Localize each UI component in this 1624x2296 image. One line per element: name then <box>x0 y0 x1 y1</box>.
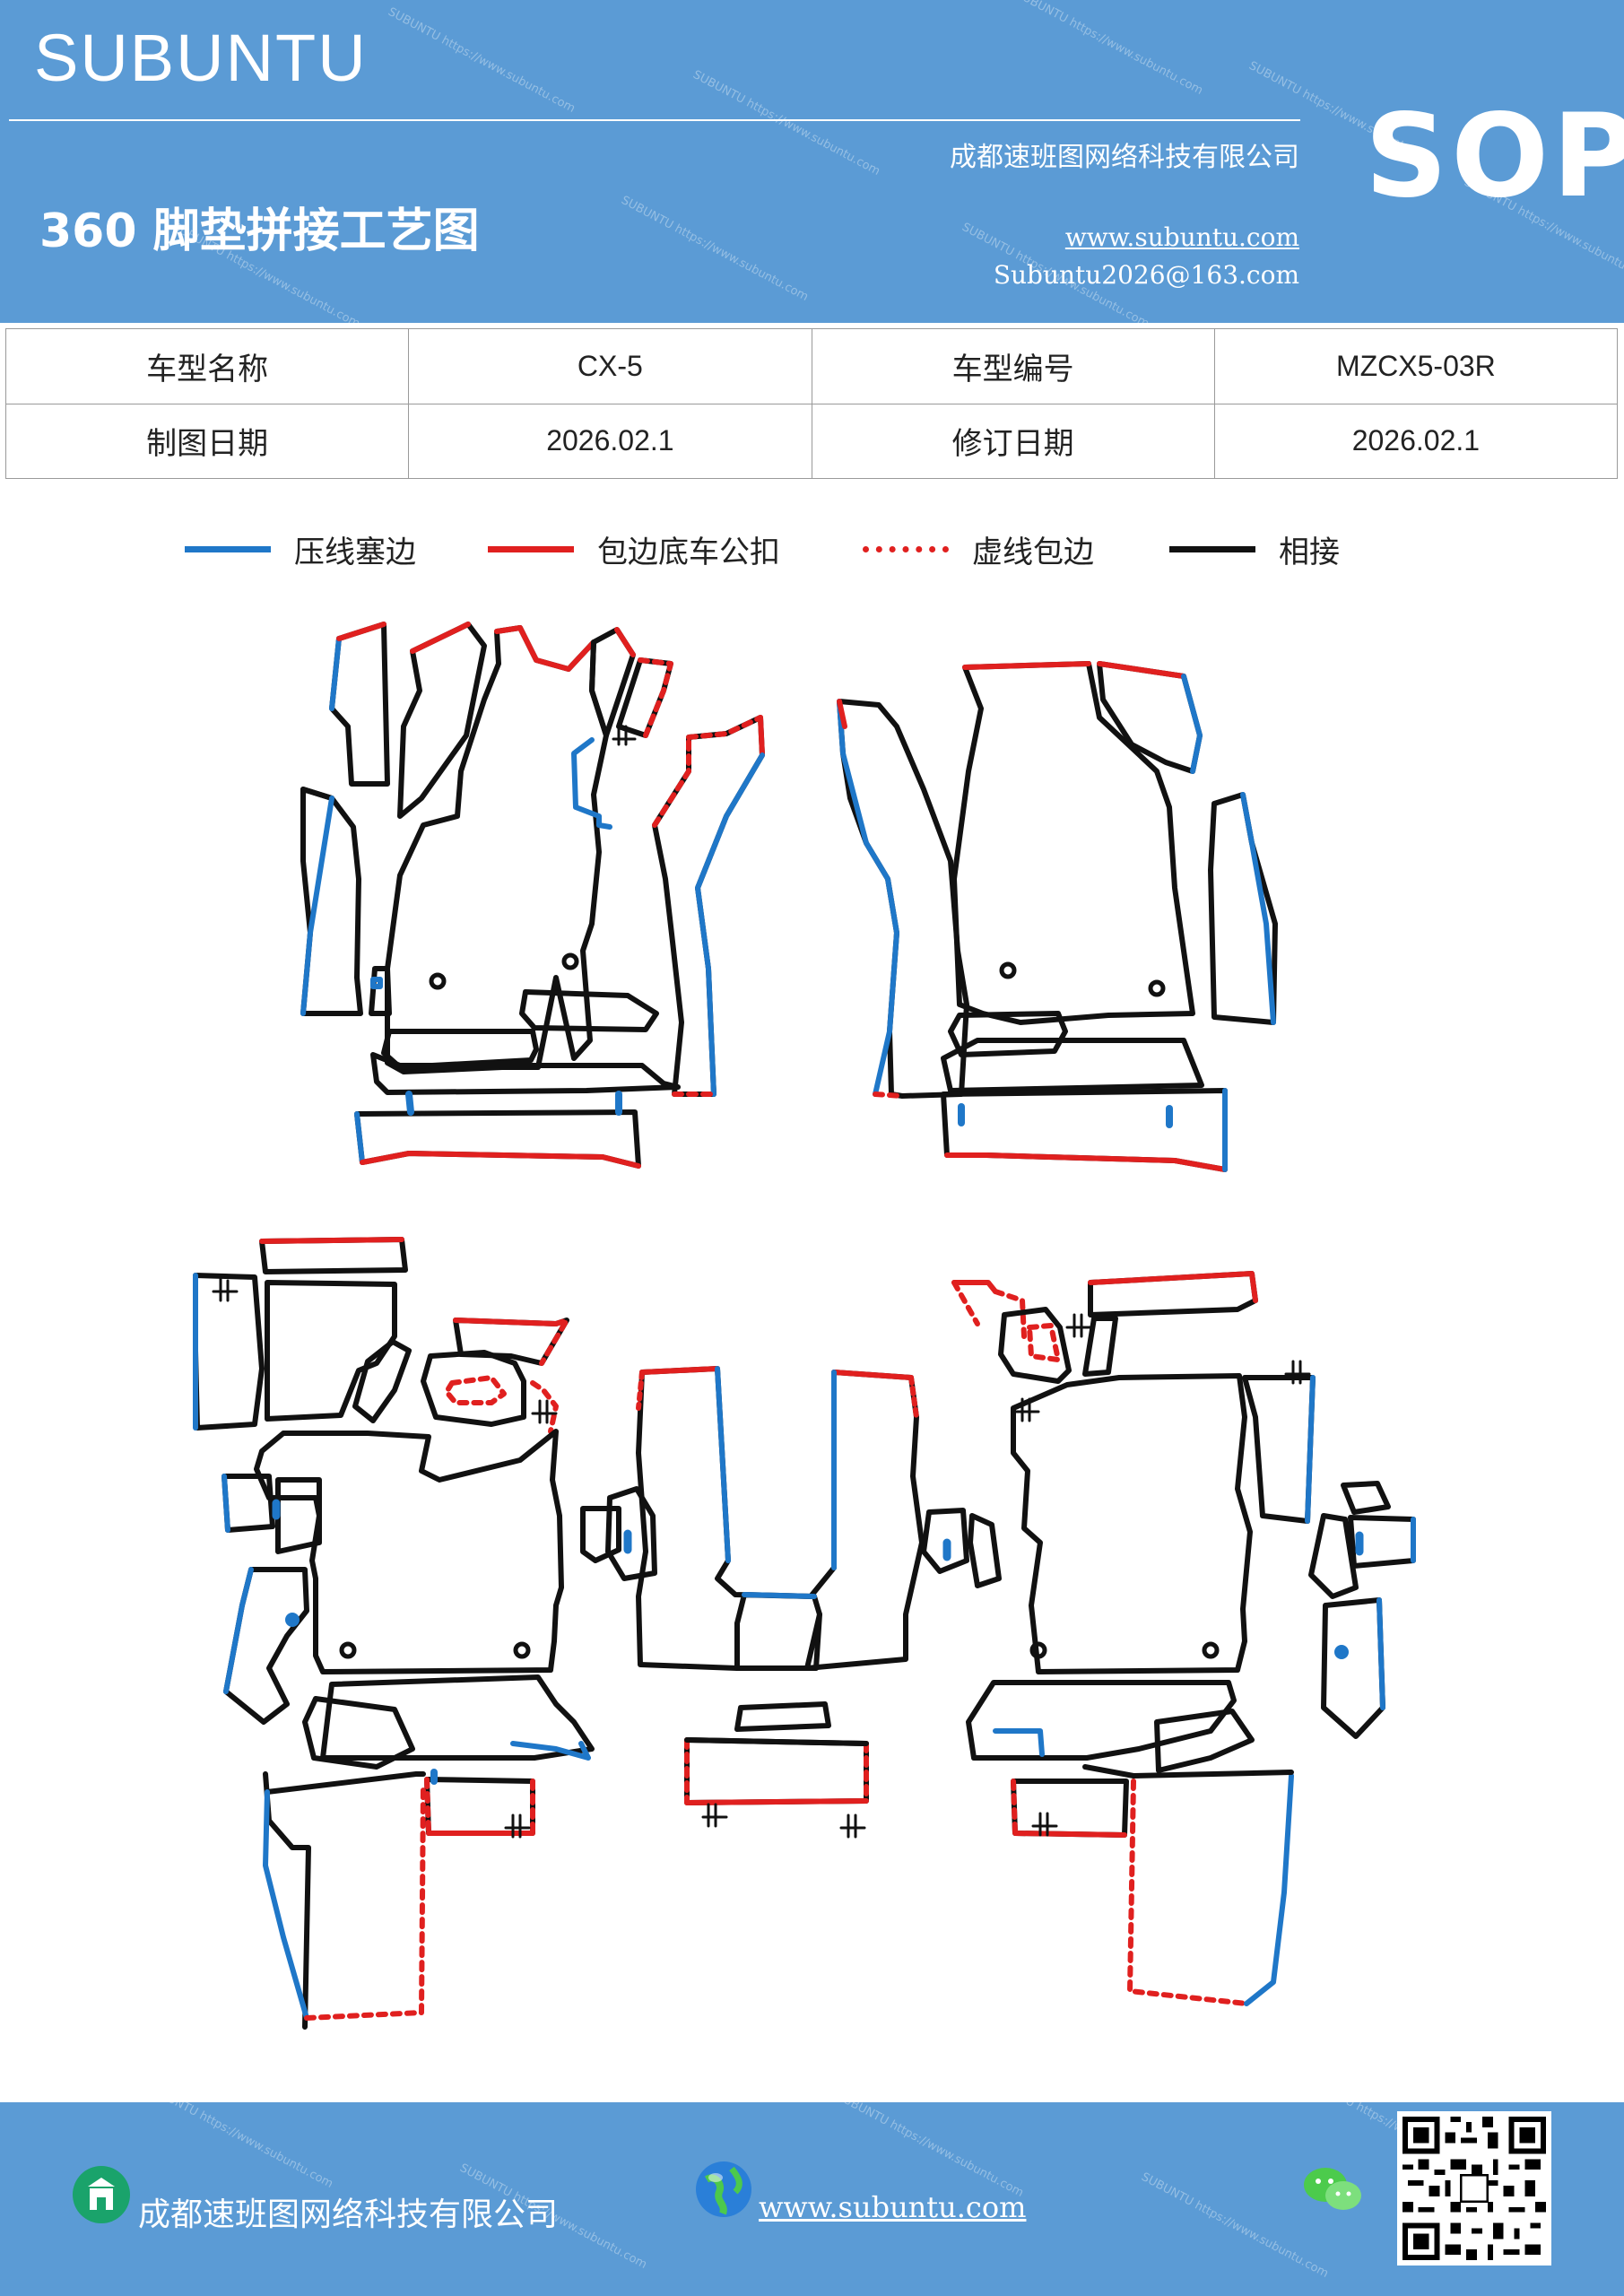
table-cell-value: MZCX5-03R <box>1213 328 1619 404</box>
footer-website-link[interactable]: www.subuntu.com <box>759 2190 1027 2224</box>
table-cell-label: 制图日期 <box>4 403 410 479</box>
legend-label: 压线塞边 <box>294 534 416 570</box>
rear-right-mat-group <box>921 1271 1416 2006</box>
watermark: SUBUNTU https://www.subuntu.com <box>690 67 882 179</box>
table-cell-label: 车型编号 <box>811 328 1215 404</box>
table-row: 车型名称 CX-5 车型编号 MZCX5-03R <box>4 328 1619 404</box>
watermark: SUBUNTU https://www.subuntu.com <box>386 4 578 117</box>
globe-icon <box>696 2161 751 2217</box>
legend-swatch <box>863 545 949 552</box>
header-divider <box>9 119 1300 121</box>
header-banner: SUBUNTU https://www.subuntu.com SUBUNTU … <box>0 0 1624 323</box>
legend-swatch <box>185 545 271 552</box>
footer-company-name: 成都速班图网络科技有限公司 <box>138 2196 559 2233</box>
company-name: 成都速班图网络科技有限公司 <box>950 142 1299 173</box>
table-cell-value: 2026.02.1 <box>408 403 812 479</box>
watermark: SUBUNTU https://www.subuntu.com <box>619 193 811 305</box>
brand-logo: SUBUNTU <box>34 21 368 95</box>
front-right-mat-group <box>837 661 1278 1172</box>
legend-item-red-dashed: 虚线包边 <box>863 522 1094 576</box>
table-cell-value: 2026.02.1 <box>1213 403 1619 479</box>
front-left-mat-group <box>300 622 765 1169</box>
vehicle-info-table: 车型名称 CX-5 车型编号 MZCX5-03R 制图日期 2026.02.1 … <box>4 328 1619 479</box>
floor-mat-diagram <box>193 622 1416 2030</box>
table-cell-value: CX-5 <box>408 328 812 404</box>
page-title: 360 脚垫拼接工艺图 <box>39 204 480 258</box>
legend-label: 相接 <box>1279 534 1340 570</box>
legend-swatch <box>1169 545 1255 552</box>
legend-swatch <box>488 545 574 552</box>
joint-marks <box>212 723 1311 1839</box>
sop-badge: SOP <box>1365 90 1624 223</box>
qr-code <box>1397 2111 1551 2266</box>
legend-item-blue: 压线塞边 <box>185 522 416 576</box>
watermark: SUBUNTU https://www.subuntu.com <box>1013 0 1205 99</box>
footer-banner: SUBUNTU https://www.subuntu.com SUBUNTU … <box>0 2102 1624 2296</box>
table-cell-label: 修订日期 <box>811 403 1215 479</box>
website-link[interactable]: www.subuntu.com <box>1064 222 1299 252</box>
legend-label: 包边底车公扣 <box>597 534 780 570</box>
table-cell-label: 车型名称 <box>4 328 410 404</box>
watermark: SUBUNTU https://www.subuntu.com <box>834 2102 1026 2201</box>
wechat-icon <box>1304 2168 1361 2210</box>
legend-item-black: 相接 <box>1169 522 1340 576</box>
legend-item-red: 包边底车公扣 <box>488 522 780 576</box>
legend-label: 虚线包边 <box>972 534 1094 570</box>
email-address: Subuntu2026@163.com <box>993 260 1299 290</box>
rear-center-mat-group <box>580 1366 925 1805</box>
building-icon <box>73 2166 130 2223</box>
table-row: 制图日期 2026.02.1 修订日期 2026.02.1 <box>4 403 1619 479</box>
watermark: SUBUNTU https://www.subuntu.com <box>143 2102 335 2192</box>
rear-left-mat-group <box>193 1237 595 2030</box>
